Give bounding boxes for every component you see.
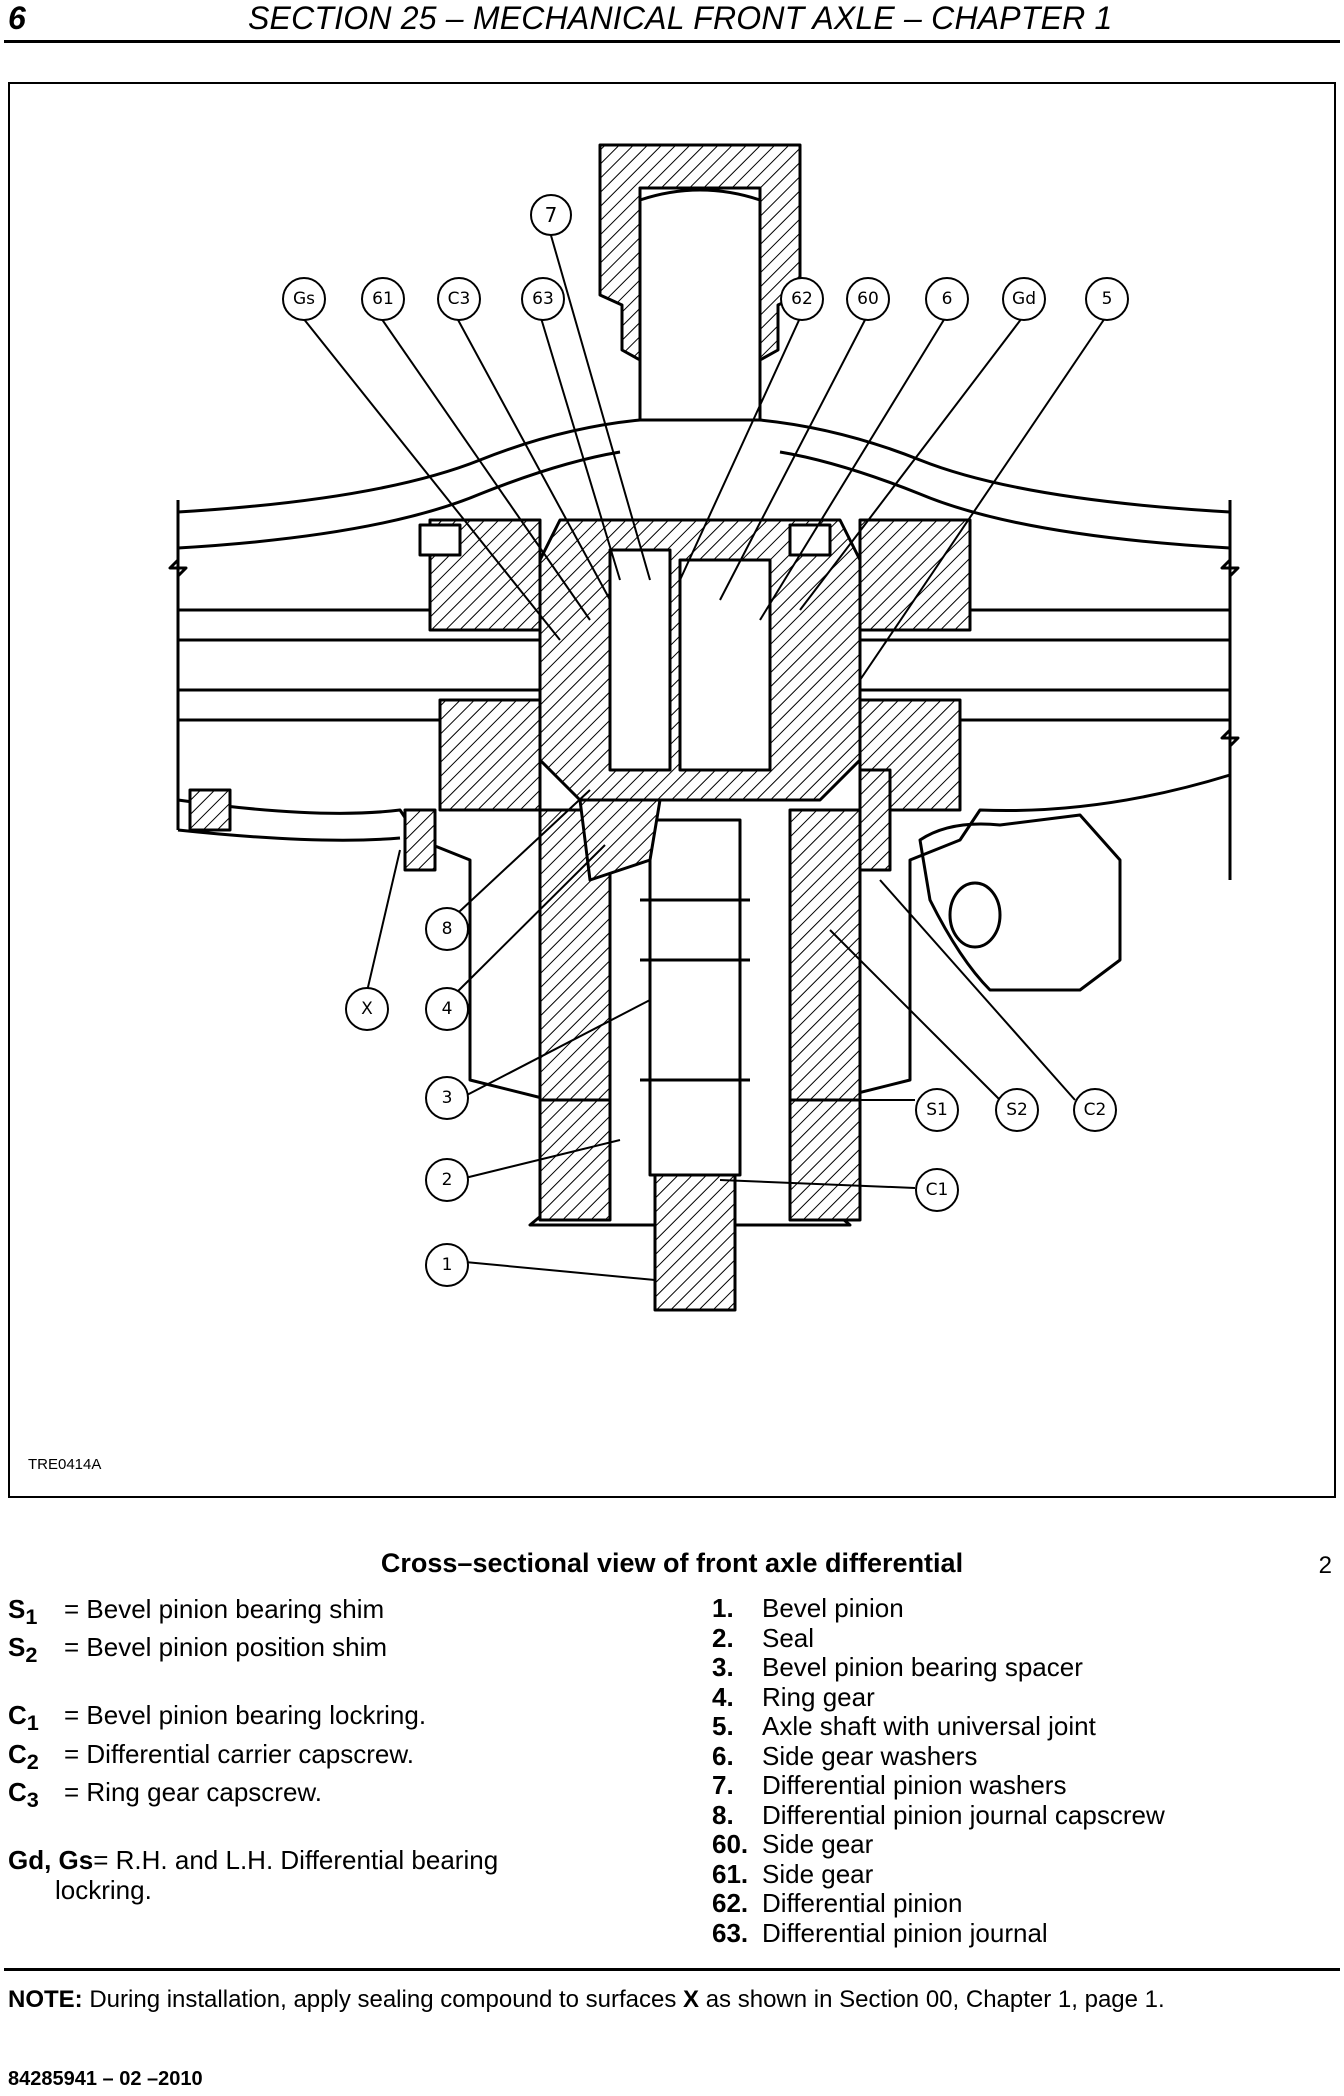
callout-X: X — [345, 987, 389, 1031]
legend-text: = Ring gear capscrew. — [64, 1776, 322, 1807]
legend-symbol: C1 — [8, 1700, 39, 1736]
callout-C3: C3 — [437, 277, 481, 321]
legend-row-c3: C3 = Ring gear capscrew. — [8, 1777, 568, 1815]
legend-text: = Bevel pinion bearing lockring. — [64, 1700, 427, 1731]
callout-5: 5 — [1085, 277, 1129, 321]
header-rule — [4, 40, 1340, 43]
callout-63: 63 — [521, 277, 565, 321]
legend-part-row: 5.Axle shaft with universal joint — [712, 1711, 1096, 1741]
legend-part-row: 1.Bevel pinion — [712, 1593, 904, 1623]
legend-part-row: 61.Side gear — [712, 1858, 874, 1889]
legend-row-c1: C1 = Bevel pinion bearing lockring. — [8, 1700, 568, 1738]
figure-code: TRE0414A — [28, 1456, 102, 1473]
legend-row-s1: S1 = Bevel pinion bearing shim — [8, 1594, 568, 1632]
legend-row-gd-gs-cont: lockring. — [8, 1875, 568, 1905]
callout-7: 7 — [530, 194, 572, 236]
callout-S1: S1 — [915, 1088, 959, 1132]
legend-text: = Bevel pinion bearing shim — [64, 1594, 385, 1624]
legend-part-row: 8.Differential pinion journal capscrew — [712, 1799, 1165, 1830]
legend-part-row: 60.Side gear — [712, 1829, 874, 1859]
document-footer: 84285941 – 02 –2010 — [8, 2068, 203, 2090]
callout-C1: C1 — [915, 1168, 959, 1212]
callout-S2: S2 — [995, 1088, 1039, 1132]
figure-frame — [8, 82, 1336, 1498]
legend-part-row: 3.Bevel pinion bearing spacer — [712, 1652, 1083, 1682]
legend-part-row: 4.Ring gear — [712, 1681, 875, 1712]
legend-symbol: Gd, Gs — [8, 1844, 94, 1875]
legend-text: lockring. — [55, 1874, 152, 1905]
legend-part-row: 6.Side gear washers — [712, 1740, 978, 1771]
page-number: 6 — [8, 0, 26, 36]
legend-part-row: 62.Differential pinion — [712, 1888, 963, 1918]
legend-symbol: C3 — [8, 1776, 39, 1812]
differential-cross-section-drawing — [168, 143, 1240, 1312]
figure-number: 2 — [1318, 1552, 1332, 1579]
legend-row-s2: S2 = Bevel pinion position shim — [8, 1632, 568, 1670]
legend-row-gd-gs: Gd, Gs = R.H. and L.H. Differential bear… — [8, 1845, 568, 1875]
callout-1: 1 — [425, 1243, 469, 1287]
figure-caption: Cross–sectional view of front axle diffe… — [380, 1548, 964, 1578]
callout-4: 4 — [425, 987, 469, 1031]
legend-row-c2: C2 = Differential carrier capscrew. — [8, 1739, 568, 1777]
legend-text: = R.H. and L.H. Differential bearing — [93, 1844, 499, 1875]
note-rule — [4, 1968, 1340, 1971]
legend-symbol: S1 — [8, 1594, 38, 1630]
legend-symbols: S1 = Bevel pinion bearing shim S2 = Beve… — [8, 1594, 568, 1905]
callout-2: 2 — [425, 1158, 469, 1202]
legend-part-row: 2.Seal — [712, 1622, 815, 1653]
legend-part-row: 63.Differential pinion journal — [712, 1917, 1048, 1948]
callout-Gs: Gs — [282, 277, 326, 321]
callout-Gd: Gd — [1002, 277, 1046, 321]
callout-3: 3 — [425, 1076, 469, 1120]
installation-note: NOTE: During installation, apply sealing… — [8, 1986, 1165, 2013]
callout-6: 6 — [925, 277, 969, 321]
callout-8: 8 — [425, 907, 469, 951]
section-title: SECTION 25 – MECHANICAL FRONT AXLE – CHA… — [248, 0, 1113, 36]
legend-text: = Bevel pinion position shim — [64, 1632, 388, 1663]
legend-text: = Differential carrier capscrew. — [64, 1738, 414, 1769]
legend-symbol: C2 — [8, 1738, 39, 1774]
callout-62: 62 — [780, 277, 824, 321]
callout-61: 61 — [361, 277, 405, 321]
callout-60: 60 — [846, 277, 890, 321]
legend-parts: 1.Bevel pinion 2.Seal 3.Bevel pinion bea… — [712, 1593, 1332, 1948]
legend-symbol: S2 — [8, 1632, 38, 1668]
legend-part-row: 7.Differential pinion washers — [712, 1770, 1067, 1800]
callout-C2: C2 — [1073, 1088, 1117, 1132]
